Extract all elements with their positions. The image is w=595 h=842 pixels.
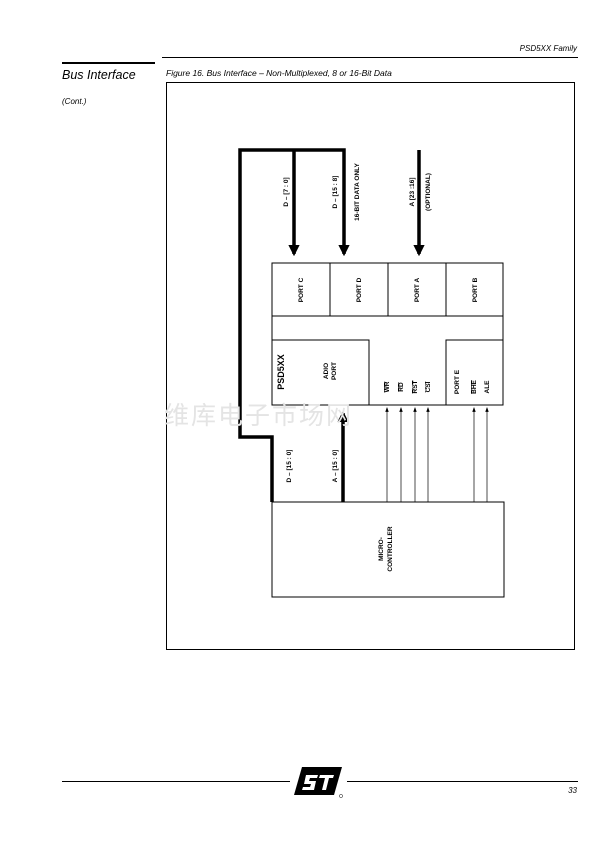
watermark-text: 维库电子市场网 <box>164 401 354 430</box>
port-e-label: PORT E <box>454 369 461 394</box>
port-c-label: PORT C <box>298 277 305 302</box>
bus-label-a15-0: A – [15 : 0] <box>332 450 339 483</box>
data-bus-loop <box>238 148 350 502</box>
bus-interface-diagram: PORT C PORT D PORT A PORT B PSD5XX ADIO … <box>238 148 505 598</box>
document-family: PSD5XX Family <box>519 44 577 53</box>
psd-device-block <box>271 262 504 406</box>
mcu-label-line2: CONTROLLER <box>387 526 394 571</box>
bus-label-d7-0: D – [7 : 0] <box>283 177 290 206</box>
port-d-label: PORT D <box>356 277 363 302</box>
port-b-label: PORT B <box>472 277 479 302</box>
bus-label-d15-0: D – [15 : 0] <box>286 450 293 483</box>
section-rule <box>62 62 155 64</box>
section-continued: (Cont.) <box>62 97 87 106</box>
port-a-label: PORT A <box>414 278 421 303</box>
adio-label-line2: PORT <box>331 362 338 380</box>
figure-caption: Figure 16. Bus Interface – Non-Multiplex… <box>166 68 392 78</box>
footer-rule-left <box>62 781 290 782</box>
adio-port-block <box>271 339 370 406</box>
signal-wr: WR <box>384 381 391 392</box>
microcontroller-block <box>271 501 505 598</box>
bus-label-a23-16: A [23 :16] <box>409 177 416 206</box>
bus-label-optional: (OPTIONAL) <box>425 173 432 211</box>
signal-rd: RD <box>398 382 405 392</box>
page-number: 33 <box>568 786 577 795</box>
signal-ale: ALE <box>484 380 491 394</box>
footer-rule-right <box>347 781 578 782</box>
signal-csi: CSI <box>425 381 432 392</box>
signal-rst: RST <box>412 380 419 393</box>
mcu-label-line1: MICRO- <box>378 537 385 561</box>
figure-frame <box>166 82 575 650</box>
section-title: Bus Interface <box>62 68 136 82</box>
adio-label-line1: ADIO <box>323 363 330 379</box>
psd-device-label: PSD5XX <box>276 354 286 390</box>
bus-label-d15-8: D – [15 : 8] <box>332 176 339 209</box>
header-rule <box>162 57 578 58</box>
port-e-block <box>445 339 504 406</box>
st-logo-icon <box>294 767 343 798</box>
signal-bhe: BHE <box>471 379 478 393</box>
bus-label-16bit-only: 16-BIT DATA ONLY <box>354 162 361 220</box>
